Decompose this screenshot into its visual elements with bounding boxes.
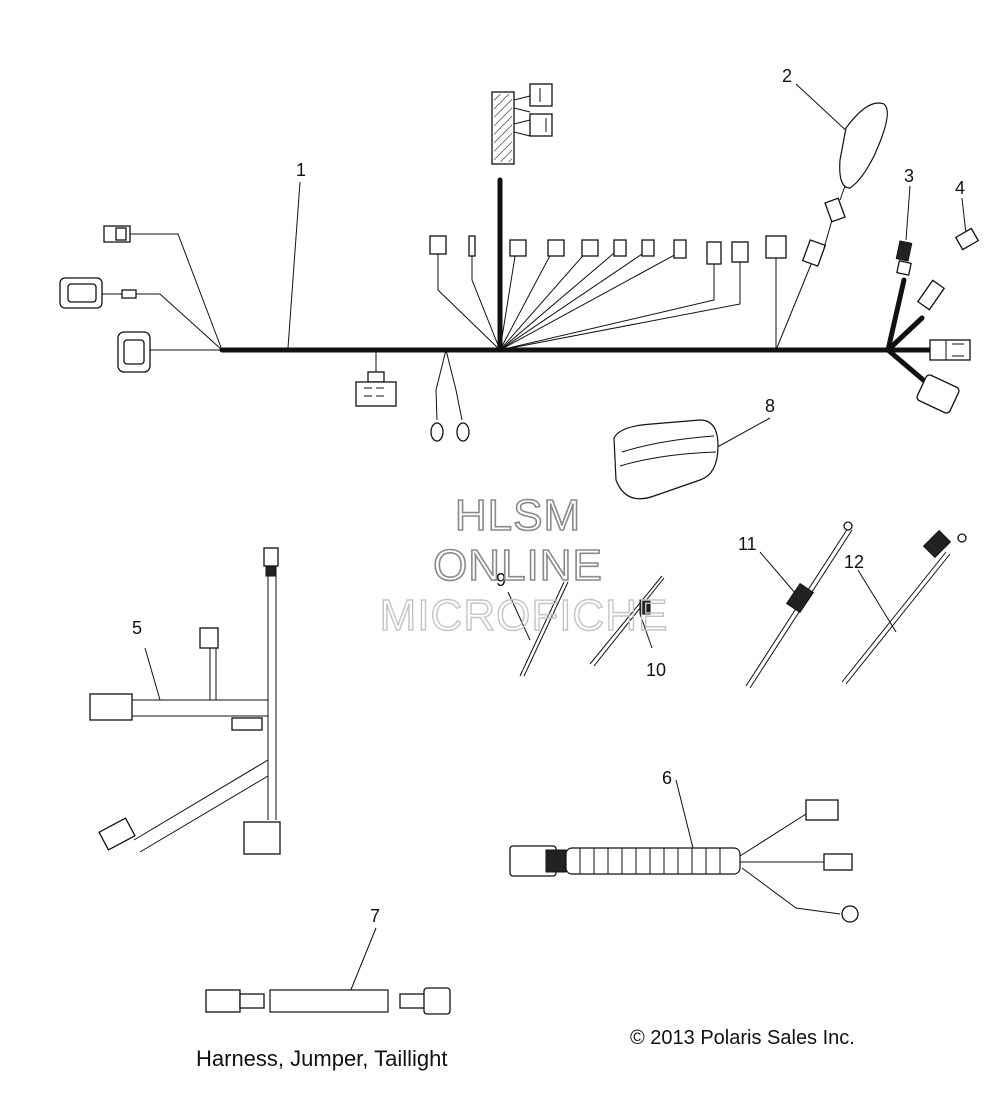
part-6-harness (509, 779, 859, 923)
watermark-line-2: ONLINE (433, 541, 603, 590)
watermark: HLSM ONLINE MICROFICHE (379, 490, 669, 641)
part-7-jumper (205, 927, 451, 1015)
part-9-10-ties (507, 575, 665, 677)
callout-6: 6 (662, 768, 672, 788)
callout-2: 2 (782, 66, 792, 86)
callout-labels: 1 2 3 4 5 6 7 8 9 10 11 12 (132, 66, 965, 926)
diagram-caption: Harness, Jumper, Taillight (196, 1046, 448, 1071)
copyright-text: © 2013 Polaris Sales Inc. (630, 1027, 855, 1049)
part-5-harness (89, 547, 281, 855)
callout-1: 1 (296, 160, 306, 180)
watermark-line-3: MICROFICHE (380, 591, 669, 640)
watermark-line-1: HLSM (455, 491, 581, 540)
part-8-cover (613, 417, 771, 500)
callout-10: 10 (646, 660, 666, 680)
main-harness (59, 83, 971, 442)
callout-4: 4 (955, 178, 965, 198)
callout-11: 11 (738, 534, 757, 554)
callout-7: 7 (370, 906, 380, 926)
callout-8: 8 (765, 396, 775, 416)
callout-12: 12 (844, 552, 864, 572)
callout-3: 3 (904, 166, 914, 186)
part-11-12-clips (745, 521, 967, 689)
callout-5: 5 (132, 618, 142, 638)
part-2-fuse-boot (795, 83, 888, 249)
callout-9: 9 (496, 570, 506, 590)
part-3-4-connectors (905, 185, 980, 251)
